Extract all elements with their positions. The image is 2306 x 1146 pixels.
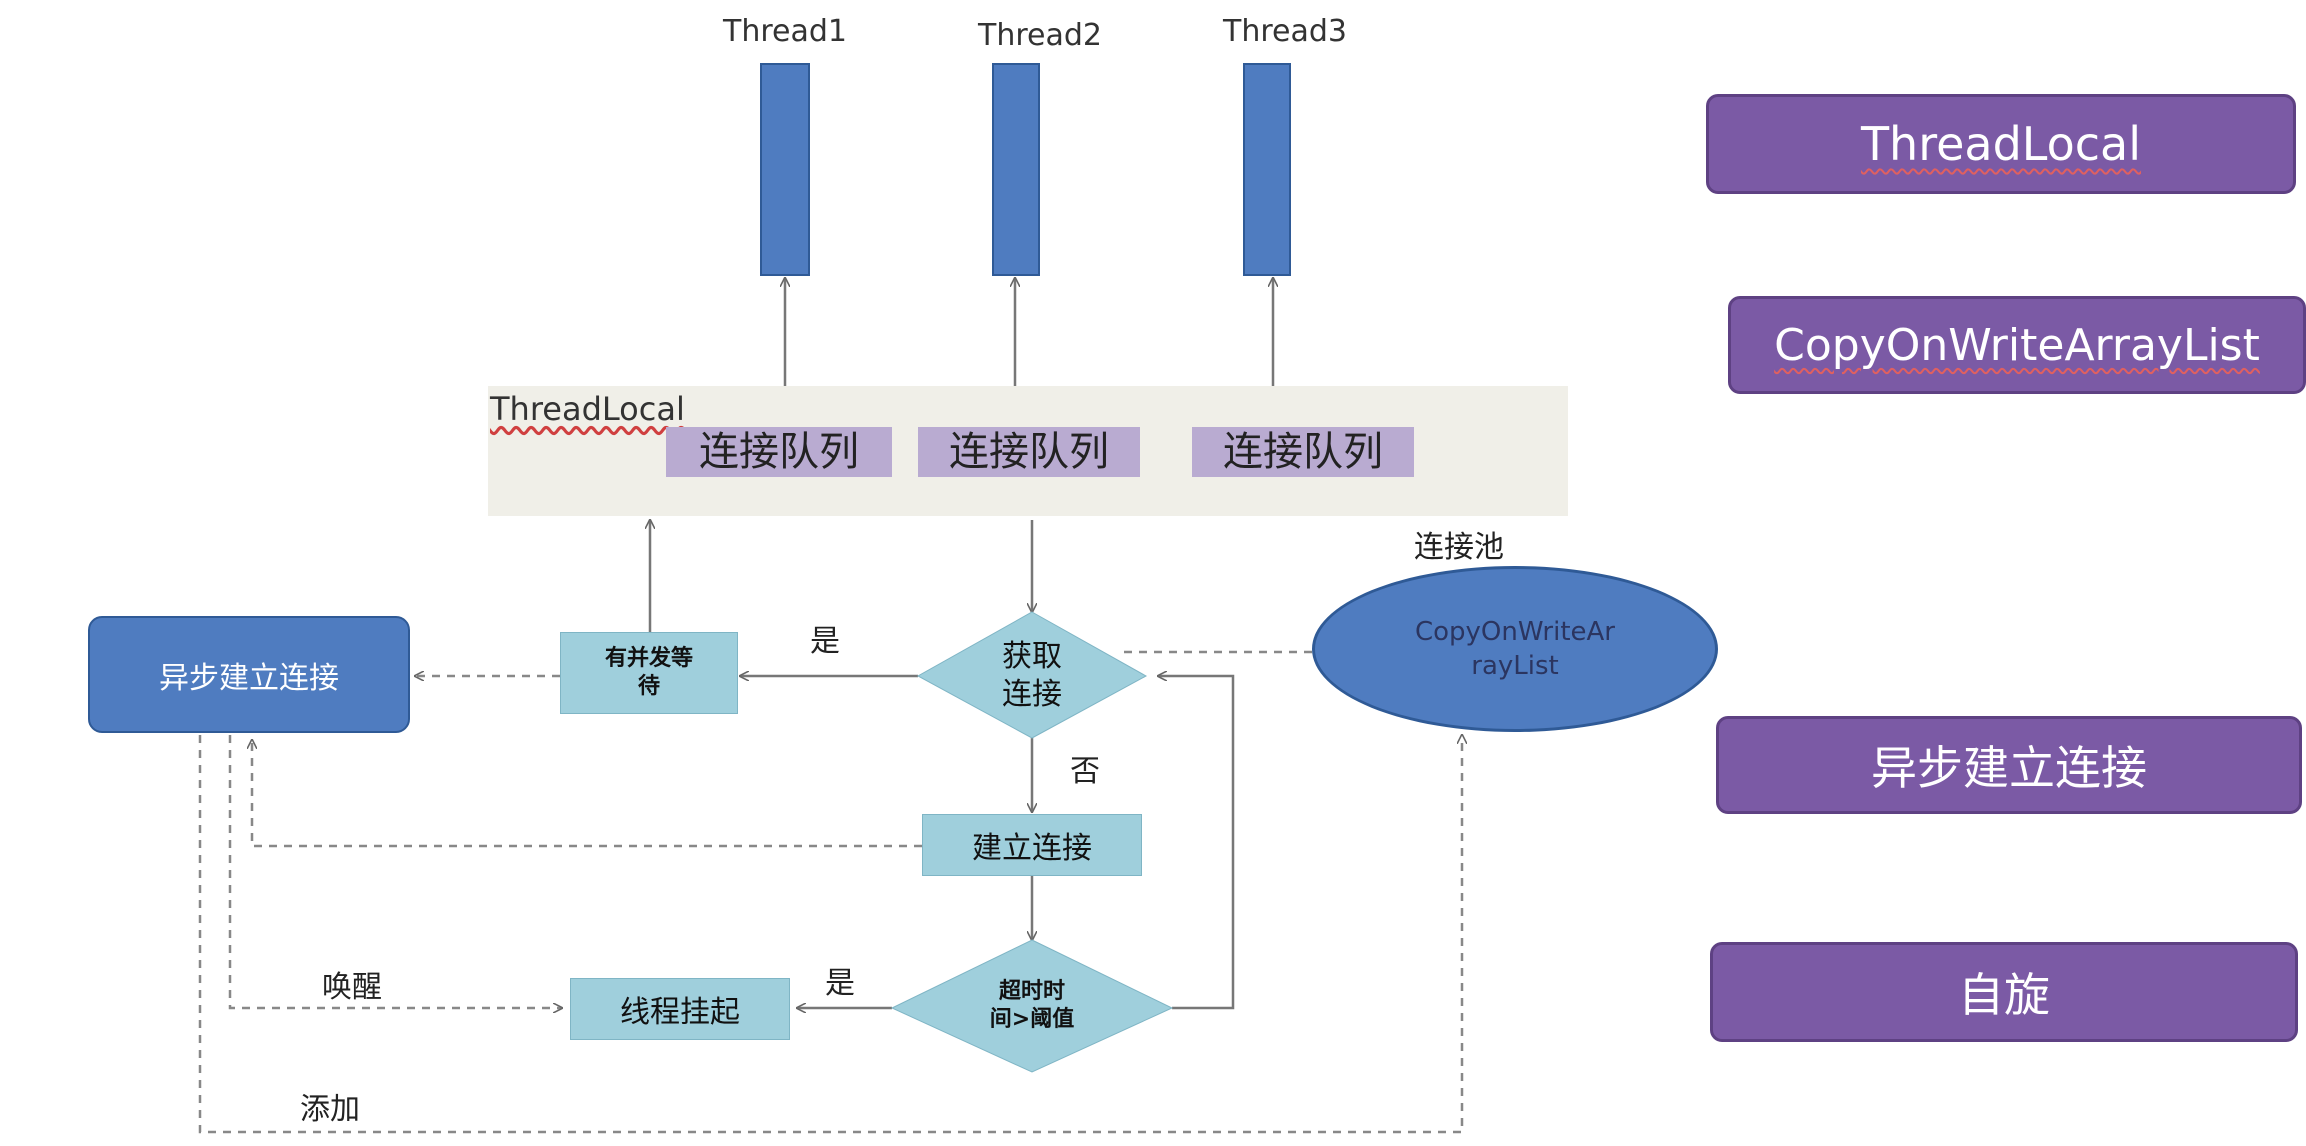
thread2-label: Thread2 bbox=[978, 18, 1102, 53]
legend-spin: 自旋 bbox=[1710, 942, 2298, 1042]
edge-label-yes-bottom: 是 bbox=[825, 966, 855, 1001]
legend-async-create: 异步建立连接 bbox=[1716, 716, 2302, 814]
timeout-line1: 超时时 bbox=[998, 979, 1065, 1004]
threadlocal-label: ThreadLocal bbox=[490, 390, 685, 428]
connection-queue-1: 连接队列 bbox=[666, 427, 892, 477]
pool-name-line2: rayList bbox=[1471, 651, 1559, 681]
concurrent-wait-box: 有并发等 待 bbox=[560, 632, 738, 714]
legend-copyonwrite-text: CopyOnWriteArrayList bbox=[1774, 319, 2260, 371]
legend-copyonwrite: CopyOnWriteArrayList bbox=[1728, 296, 2306, 394]
get-connection-line2: 连接 bbox=[1002, 677, 1062, 712]
thread-suspend-box: 线程挂起 bbox=[570, 978, 790, 1040]
pool-name-line1: CopyOnWriteAr bbox=[1414, 617, 1615, 647]
get-connection-label: 获取 连接 bbox=[962, 638, 1102, 714]
create-to-async-dashed bbox=[252, 740, 922, 848]
thread2-bar bbox=[992, 63, 1040, 276]
legend-threadlocal-text: ThreadLocal bbox=[1860, 117, 2142, 171]
timeout-line2: 间>阈值 bbox=[989, 1007, 1075, 1032]
connection-queue-2: 连接队列 bbox=[918, 427, 1140, 477]
thread1-bar bbox=[760, 63, 810, 276]
thread1-label: Thread1 bbox=[723, 14, 847, 49]
edge-label-no: 否 bbox=[1070, 754, 1100, 789]
timeout-loop-arrow bbox=[1158, 676, 1235, 1010]
connection-pool-ellipse: CopyOnWriteAr rayList bbox=[1312, 566, 1718, 732]
timeout-label: 超时时 间>阈值 bbox=[962, 978, 1102, 1034]
thread3-label: Thread3 bbox=[1223, 14, 1347, 49]
async-add-dashed bbox=[198, 735, 1462, 1134]
edge-label-yes-top: 是 bbox=[810, 624, 840, 659]
concurrent-wait-line1: 有并发等 bbox=[604, 646, 693, 671]
pool-caption: 连接池 bbox=[1414, 530, 1504, 565]
edge-label-add: 添加 bbox=[300, 1092, 360, 1127]
thread3-bar bbox=[1243, 63, 1291, 276]
async-create-box: 异步建立连接 bbox=[88, 616, 410, 733]
get-connection-line1: 获取 bbox=[1002, 639, 1062, 674]
concurrent-wait-line2: 待 bbox=[637, 674, 660, 699]
edge-label-wake: 唤醒 bbox=[322, 970, 382, 1005]
create-connection-box: 建立连接 bbox=[922, 814, 1142, 876]
async-wake-dashed bbox=[228, 735, 562, 1008]
legend-threadlocal: ThreadLocal bbox=[1706, 94, 2296, 194]
connection-queue-3: 连接队列 bbox=[1192, 427, 1414, 477]
